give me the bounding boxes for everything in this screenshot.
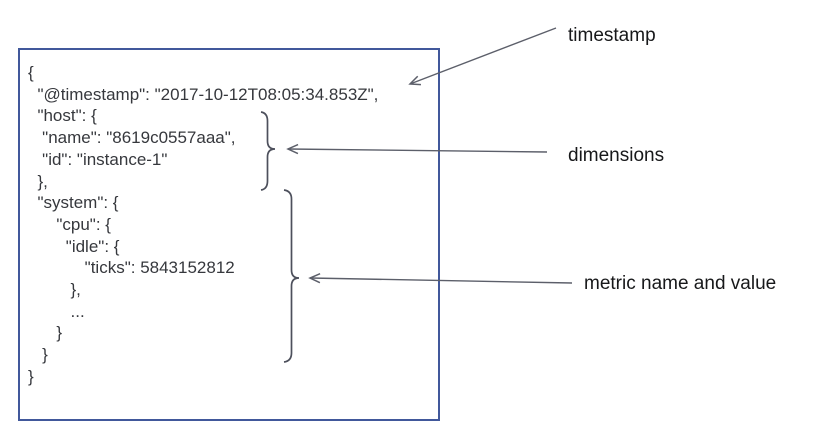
json-document-box: { "@timestamp": "2017-10-12T08:05:34.853…	[18, 48, 440, 421]
annotation-timestamp-label: timestamp	[568, 25, 656, 46]
annotation-metric-label: metric name and value	[584, 273, 777, 294]
json-code: { "@timestamp": "2017-10-12T08:05:34.853…	[28, 63, 379, 386]
annotation-dimensions-label: dimensions	[568, 145, 665, 166]
